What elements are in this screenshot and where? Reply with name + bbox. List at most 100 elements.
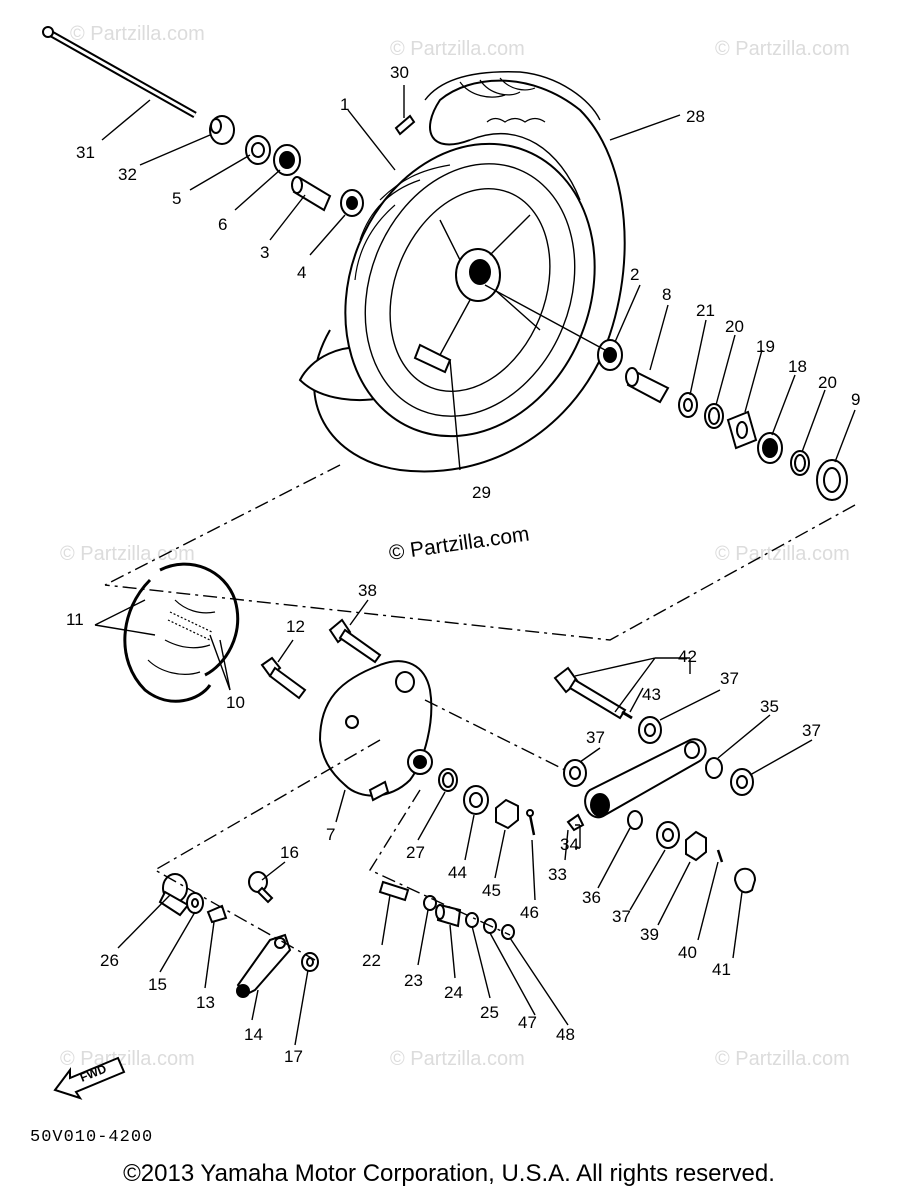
nut xyxy=(495,798,519,830)
callout-16: 16 xyxy=(280,843,299,862)
washer xyxy=(678,392,698,418)
callout-31: 31 xyxy=(76,143,95,162)
bushing xyxy=(705,757,723,779)
dashed-assembly-lines xyxy=(153,657,691,961)
callout-15: 15 xyxy=(148,975,167,994)
bearing xyxy=(340,189,364,217)
callout-46: 46 xyxy=(520,903,539,922)
callout-27: 27 xyxy=(406,843,425,862)
callout-37: 37 xyxy=(612,907,631,926)
callout-23: 23 xyxy=(404,971,423,990)
callout-39: 39 xyxy=(640,925,659,944)
callout-41: 41 xyxy=(712,960,731,979)
bearing xyxy=(597,339,623,371)
callout-44: 44 xyxy=(448,863,467,882)
collar xyxy=(209,115,235,145)
callout-29: 29 xyxy=(472,483,491,502)
callout-4: 4 xyxy=(297,263,306,282)
bolt xyxy=(248,871,274,904)
valve xyxy=(394,114,416,136)
watermarks: © Partzilla.com © Partzilla.com © Partzi… xyxy=(60,23,850,1070)
collar xyxy=(638,716,662,744)
cap xyxy=(733,867,757,894)
circlip xyxy=(790,450,810,476)
callout-36: 36 xyxy=(582,888,601,907)
clutch-hub xyxy=(726,410,758,450)
circlip xyxy=(438,768,458,792)
callout-19: 19 xyxy=(756,337,775,356)
axle-shaft xyxy=(42,26,197,119)
collar xyxy=(463,785,489,815)
bolt xyxy=(328,618,382,664)
bolt xyxy=(260,656,307,700)
callout-17: 17 xyxy=(284,1047,303,1066)
watermark: © Partzilla.com xyxy=(390,1048,525,1070)
callout-33: 33 xyxy=(548,865,567,884)
callout-11: 11 xyxy=(66,610,84,629)
callout-20: 20 xyxy=(818,373,837,392)
callout-32: 32 xyxy=(118,165,137,184)
callout-22: 22 xyxy=(362,951,381,970)
spacer xyxy=(291,176,332,212)
cotter-pin xyxy=(621,710,633,720)
callout-25: 25 xyxy=(480,1003,499,1022)
watermark: © Partzilla.com xyxy=(715,38,850,60)
oil-seal xyxy=(245,135,271,165)
callout-5: 5 xyxy=(172,189,181,208)
callout-24: 24 xyxy=(444,983,463,1002)
callout-18: 18 xyxy=(788,357,807,376)
circlip xyxy=(704,403,724,429)
leader-lines-bottom xyxy=(94,599,813,1046)
brake-shoe-plate xyxy=(318,660,433,802)
watermark: © Partzilla.com xyxy=(390,38,525,60)
nut xyxy=(301,952,319,972)
bolt xyxy=(378,880,410,902)
copyright-notice: ©2013 Yamaha Motor Corporation, U.S.A. A… xyxy=(123,1160,775,1187)
callout-28: 28 xyxy=(686,107,705,126)
cotter-pin xyxy=(716,849,724,863)
callout-43: 43 xyxy=(642,685,661,704)
washer xyxy=(423,895,437,911)
watermark: © Partzilla.com xyxy=(60,543,195,565)
callout-14: 14 xyxy=(244,1025,263,1044)
gear xyxy=(757,432,783,464)
dashed-reference-line xyxy=(104,464,856,641)
callout-21: 21 xyxy=(696,301,715,320)
callout-26: 26 xyxy=(100,951,119,970)
callout-3: 3 xyxy=(260,243,269,262)
callout-47: 47 xyxy=(518,1013,537,1032)
callout-38: 38 xyxy=(358,581,377,600)
brake-cam-lever xyxy=(236,933,292,998)
callout-40: 40 xyxy=(678,943,697,962)
cast-wheel xyxy=(344,142,596,438)
bushing xyxy=(627,810,643,830)
callout-34: 34 xyxy=(560,835,579,854)
collar xyxy=(656,821,680,849)
center-watermark: © Partzilla.com xyxy=(387,522,530,564)
watermark: © Partzilla.com xyxy=(60,1048,195,1070)
watermark: © Partzilla.com xyxy=(715,1048,850,1070)
bolt xyxy=(566,813,585,832)
callout-2: 2 xyxy=(630,265,639,284)
callout-35: 35 xyxy=(760,697,779,716)
callout-30: 30 xyxy=(390,63,409,82)
washer xyxy=(186,892,204,914)
collar xyxy=(563,759,587,787)
watermark: © Partzilla.com xyxy=(70,23,205,45)
brake-shoes xyxy=(123,562,240,703)
collar xyxy=(730,768,754,796)
watermark: © Partzilla.com xyxy=(715,543,850,565)
callout-48: 48 xyxy=(556,1025,575,1044)
callout-numbers: 1 2 3 4 5 6 7 8 9 10 11 12 13 14 15 16 1… xyxy=(66,63,860,1066)
sprocket-collar xyxy=(625,367,670,404)
tension-bar xyxy=(584,738,707,819)
bolt xyxy=(553,666,627,720)
indicator-plate xyxy=(206,904,228,924)
o-ring xyxy=(501,924,515,940)
brake-cam-shaft xyxy=(158,873,190,917)
oil-seal xyxy=(816,459,848,501)
callout-8: 8 xyxy=(662,285,671,304)
leader-lines-top xyxy=(101,85,856,471)
callout-1: 1 xyxy=(340,95,349,114)
